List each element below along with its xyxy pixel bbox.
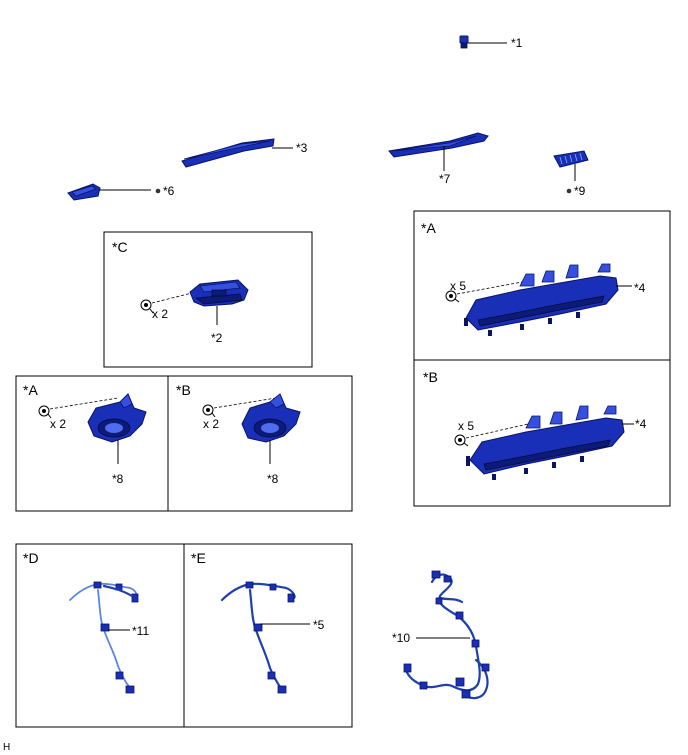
box-b-left-quantity: x 2 xyxy=(203,417,219,431)
box-e-label: *E xyxy=(191,550,206,566)
clip-icon xyxy=(202,404,216,418)
part-7-trim: *7 xyxy=(388,132,489,186)
part-5-wire-harness xyxy=(220,581,296,694)
box-a-right-label: *A xyxy=(421,220,436,236)
bullet-dot-icon xyxy=(566,188,572,194)
box-e: *E *5 xyxy=(183,543,353,728)
box-d: *D *11 xyxy=(15,543,185,728)
box-c: *C x 2 *2 xyxy=(103,231,313,368)
part-3-trim: *3 xyxy=(181,138,308,168)
box-a-right: *A x 5 *4 xyxy=(413,210,671,361)
box-b-right-label: *B xyxy=(423,369,438,385)
part-10-wire-harness xyxy=(403,570,490,700)
label-part-8-a: *8 xyxy=(112,472,124,486)
figure-code: H xyxy=(3,742,10,753)
part-11-wire-harness xyxy=(69,581,139,694)
part-1-clip: *1 xyxy=(459,35,523,50)
label-part-2: *2 xyxy=(211,331,223,345)
box-b-left-label: *B xyxy=(176,382,191,398)
box-c-quantity: x 2 xyxy=(152,307,168,321)
label-part-4-b: *4 xyxy=(635,417,647,431)
label-part-4-a: *4 xyxy=(634,281,646,295)
part-9-grille: *9 xyxy=(553,150,589,198)
part-4-grille-b xyxy=(466,405,625,480)
part-2-bracket xyxy=(189,279,249,307)
part-4-grille-a xyxy=(464,263,619,336)
bullet-dot-icon xyxy=(155,188,161,194)
label-part-6: *6 xyxy=(163,184,175,198)
box-a-left: *A x 2 *8 xyxy=(15,375,169,512)
clip-icon xyxy=(454,434,469,447)
box-c-label: *C xyxy=(112,239,128,255)
clip-icon xyxy=(445,290,460,303)
box-a-left-label: *A xyxy=(23,382,38,398)
label-part-11: *11 xyxy=(132,624,149,638)
label-part-5: *5 xyxy=(313,618,325,632)
part-8-lamp-b xyxy=(241,393,301,443)
part-6-bracket: *6 xyxy=(67,183,175,201)
label-part-7: *7 xyxy=(439,172,451,186)
clip-icon xyxy=(38,405,52,419)
box-b-right: *B x 5 *4 xyxy=(413,359,671,507)
box-b-left: *B x 2 *8 xyxy=(167,375,353,512)
box-d-label: *D xyxy=(23,550,39,566)
label-part-9: *9 xyxy=(574,184,586,198)
label-part-1: *1 xyxy=(511,36,523,50)
box-a-right-quantity: x 5 xyxy=(450,279,466,293)
clip-icon xyxy=(140,299,154,314)
box-b-right-quantity: x 5 xyxy=(458,419,474,433)
part-8-lamp-a xyxy=(87,393,147,443)
label-part-8-b: *8 xyxy=(267,472,279,486)
box-a-left-quantity: x 2 xyxy=(50,417,66,431)
label-part-10: *10 xyxy=(392,631,410,645)
label-part-3: *3 xyxy=(296,141,308,155)
